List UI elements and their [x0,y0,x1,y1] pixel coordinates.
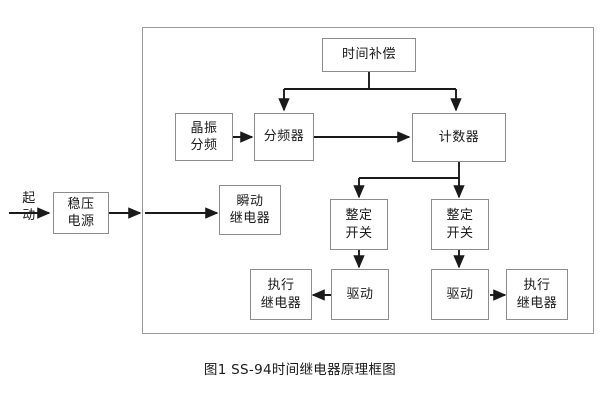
figure-caption: 图1 SS-94时间继电器原理框图 [203,362,397,378]
block-time-compensation[interactable]: 时间补偿 [322,38,416,72]
block-frequency-divider[interactable]: 分频器 [254,113,314,161]
start-label: 起 动 [22,191,36,224]
block-executive-relay-right[interactable]: 执行 继电器 [506,269,568,320]
block-counter[interactable]: 计数器 [412,113,506,162]
block-driver-left[interactable]: 驱动 [331,269,389,320]
block-setting-switch-left[interactable]: 整定 开关 [330,199,388,250]
block-regulated-power-supply[interactable]: 稳压 电源 [53,192,109,234]
inner-circuit-frame [142,27,594,334]
block-instantaneous-relay[interactable]: 瞬动 继电器 [219,185,281,235]
block-setting-switch-right[interactable]: 整定 开关 [431,199,489,250]
block-driver-right[interactable]: 驱动 [431,269,489,320]
block-crystal-oscillator-divider[interactable]: 晶振 分频 [175,113,233,161]
block-executive-relay-left[interactable]: 执行 继电器 [250,269,312,320]
